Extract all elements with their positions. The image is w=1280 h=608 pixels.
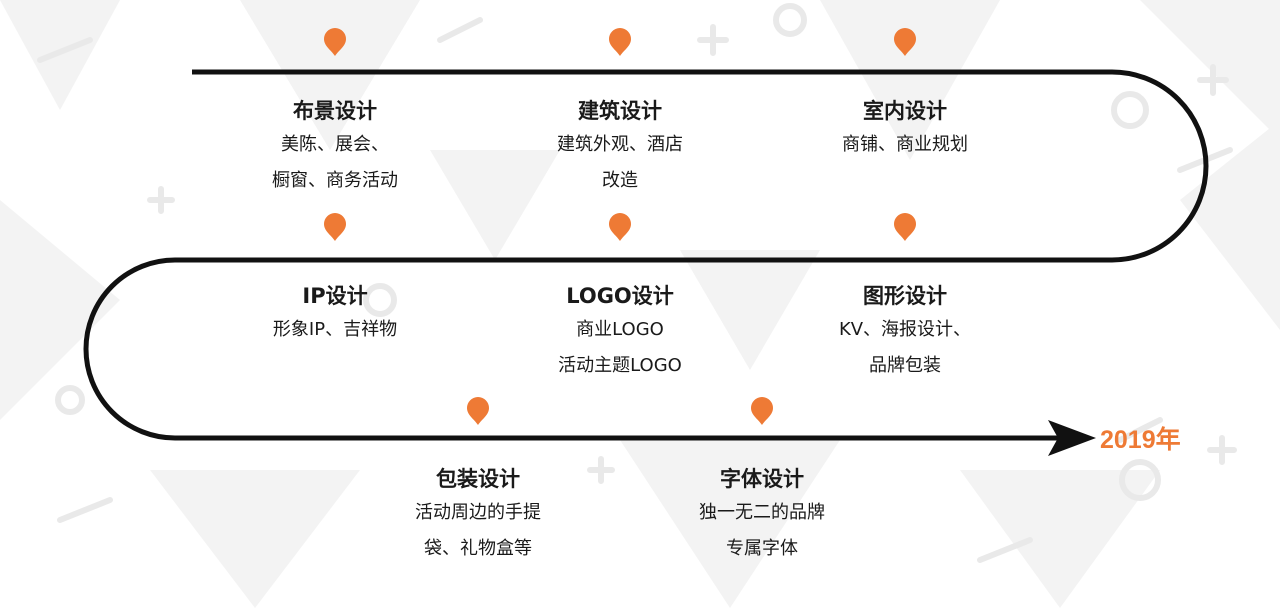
timeline-item: 布景设计美陈、展会、橱窗、商务活动 [205, 95, 465, 199]
arrow-head-icon [1048, 420, 1096, 456]
item-description: 改造 [602, 170, 638, 191]
location-pin-icon [894, 213, 916, 241]
timeline-item: 包装设计活动周边的手提袋、礼物盒等 [348, 463, 608, 567]
item-description: 专属字体 [726, 538, 798, 559]
timeline-item: LOGO设计商业LOGO 活动主题LOGO [490, 280, 750, 384]
item-title: LOGO设计 [566, 284, 674, 308]
location-pin-icon [467, 397, 489, 425]
item-description: 建筑外观、酒店 [557, 134, 683, 155]
item-title: 建筑设计 [578, 99, 662, 123]
item-description: 商业LOGO [576, 319, 664, 340]
item-description: 袋、礼物盒等 [424, 538, 532, 559]
location-pin-icon [609, 213, 631, 241]
item-title: 包装设计 [436, 467, 520, 491]
item-description: 美陈、展会、 [281, 134, 389, 155]
item-description: 独一无二的品牌 [699, 502, 825, 523]
item-title: 布景设计 [293, 99, 377, 123]
timeline-item: 字体设计独一无二的品牌专属字体 [632, 463, 892, 567]
location-pin-icon [894, 28, 916, 56]
timeline-item: 室内设计商铺、商业规划 [775, 95, 1035, 163]
item-title: 图形设计 [863, 284, 947, 308]
item-description: 橱窗、商务活动 [272, 170, 398, 191]
item-description: KV、海报设计、 [838, 319, 972, 340]
item-description: 活动周边的手提 [415, 502, 541, 523]
item-description: 活动主题LOGO [558, 355, 682, 376]
item-description: 商铺、商业规划 [842, 134, 968, 155]
location-pin-icon [324, 28, 346, 56]
item-title: IP设计 [302, 284, 368, 308]
location-pin-icon [609, 28, 631, 56]
year-label: 2019年 [1100, 426, 1181, 454]
item-description: 形象IP、吉祥物 [272, 319, 398, 340]
item-title: 室内设计 [863, 99, 947, 123]
item-description: 品牌包装 [869, 355, 941, 376]
timeline-item: IP设计形象IP、吉祥物 [205, 280, 465, 348]
timeline-item: 建筑设计建筑外观、酒店改造 [490, 95, 750, 199]
location-pin-icon [324, 213, 346, 241]
timeline-path-line [83, 69, 1209, 441]
item-title: 字体设计 [720, 467, 804, 491]
timeline-item: 图形设计 KV、海报设计、品牌包装 [775, 280, 1035, 384]
location-pin-icon [751, 397, 773, 425]
